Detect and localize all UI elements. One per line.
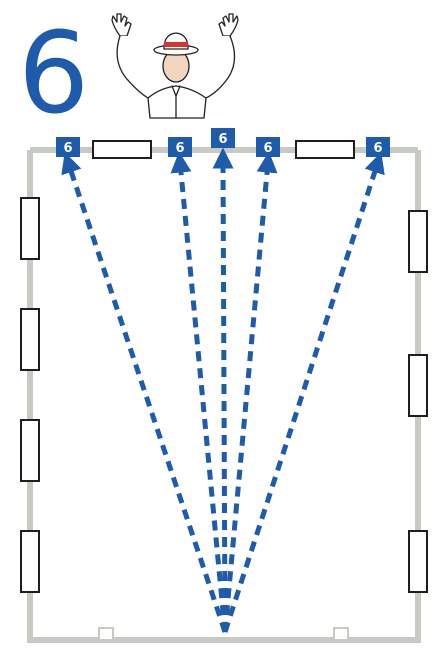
arrow-1 bbox=[61, 152, 228, 633]
throw-arrows bbox=[61, 147, 385, 633]
side-box-right-1 bbox=[408, 210, 428, 273]
signal-number: 6 bbox=[18, 9, 89, 139]
side-box-left-4 bbox=[20, 530, 40, 593]
left-side-boxes bbox=[20, 197, 40, 593]
arrow-2 bbox=[170, 151, 228, 633]
arrow-4 bbox=[222, 151, 278, 633]
goal-box-top-right bbox=[295, 140, 355, 159]
arrow-5 bbox=[222, 152, 385, 633]
bottom-mark-left bbox=[98, 627, 114, 641]
side-box-left-1 bbox=[20, 197, 40, 260]
marker-5-label: 6 bbox=[373, 141, 382, 156]
side-box-left-2 bbox=[20, 308, 40, 371]
arrow-3 bbox=[212, 147, 234, 633]
side-box-left-3 bbox=[20, 419, 40, 482]
marker-2-label: 6 bbox=[175, 141, 184, 156]
goal-box-top-left bbox=[92, 140, 152, 159]
marker-1: 6 bbox=[56, 137, 80, 157]
referee-both-arms-raised-icon bbox=[111, 13, 239, 119]
right-side-boxes bbox=[408, 210, 428, 593]
marker-1-label: 6 bbox=[63, 141, 72, 156]
top-goal-boxes bbox=[92, 140, 355, 159]
marker-2: 6 bbox=[168, 137, 192, 157]
marker-3-label: 6 bbox=[218, 132, 227, 147]
top-markers: 6 6 6 6 6 bbox=[56, 128, 390, 157]
marker-3: 6 bbox=[211, 128, 235, 148]
bottom-mark-right bbox=[333, 627, 349, 641]
marker-5: 6 bbox=[366, 137, 390, 157]
marker-4: 6 bbox=[256, 137, 280, 157]
side-box-right-3 bbox=[408, 530, 428, 593]
bottom-marks bbox=[98, 627, 349, 641]
marker-4-label: 6 bbox=[263, 141, 272, 156]
side-box-right-2 bbox=[408, 354, 428, 417]
